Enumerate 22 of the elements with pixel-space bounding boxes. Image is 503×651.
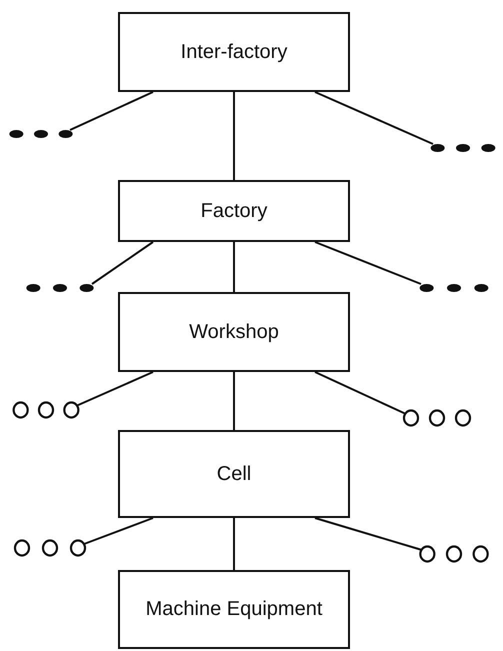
level-label: Workshop xyxy=(189,320,279,344)
level-box xyxy=(118,292,350,372)
level-label: Machine Equipment xyxy=(146,597,322,622)
connector-line xyxy=(233,518,235,570)
connector-line xyxy=(314,91,434,145)
connector-line xyxy=(70,91,154,131)
connector-line xyxy=(84,517,154,545)
level-box xyxy=(118,430,350,518)
connector-line xyxy=(314,371,406,415)
level-label: Inter-factory xyxy=(180,40,288,64)
level-label: Cell xyxy=(216,462,252,486)
connector-line xyxy=(91,241,154,285)
connector-line xyxy=(314,241,422,285)
level-label: Factory xyxy=(200,198,268,224)
level-box xyxy=(118,570,350,649)
connector-line xyxy=(76,371,154,407)
connector-line xyxy=(233,372,235,430)
connector-line xyxy=(314,517,422,551)
level-box xyxy=(118,12,350,92)
connector-line xyxy=(233,242,235,292)
connector-line xyxy=(233,92,235,180)
level-box xyxy=(118,180,350,242)
